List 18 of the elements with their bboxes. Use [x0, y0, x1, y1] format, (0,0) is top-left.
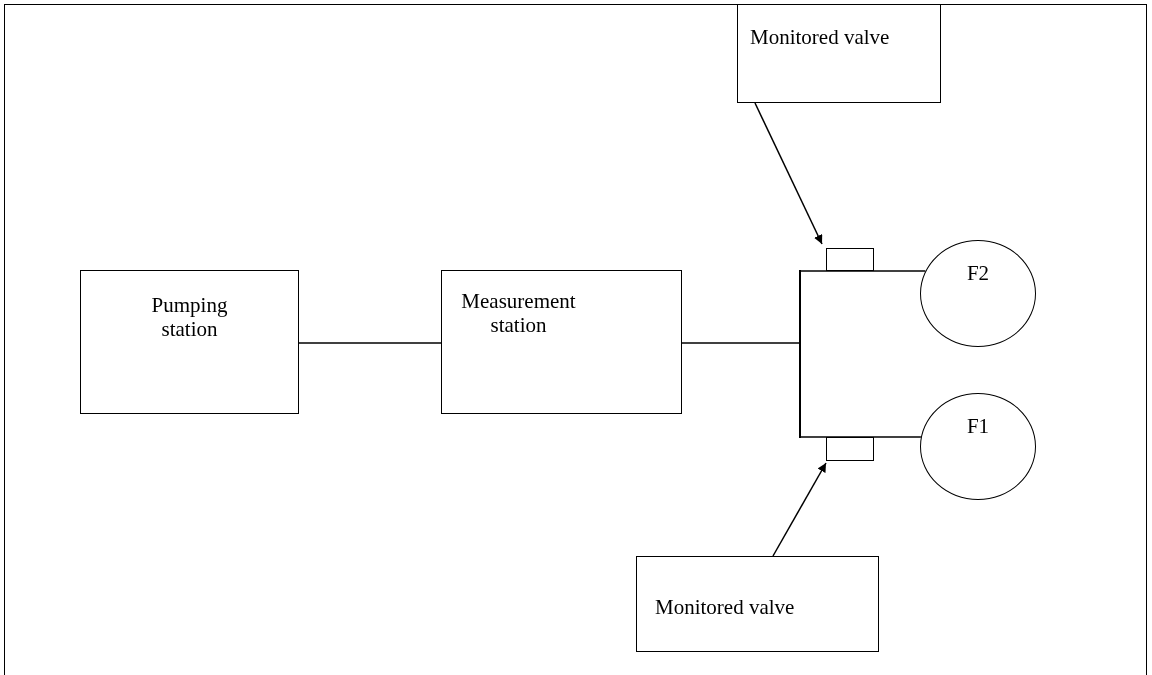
- pipe-line: [799, 270, 927, 272]
- valve-symbol: [826, 437, 874, 461]
- node-label: Monitored valve: [655, 595, 795, 619]
- node-label: F1: [966, 414, 990, 438]
- valve-symbol: [826, 248, 874, 271]
- pipe-line: [681, 342, 800, 344]
- node-label: Monitored valve: [750, 25, 890, 49]
- arrow: [772, 462, 827, 557]
- callout-box: [636, 556, 879, 652]
- process-box: [441, 270, 682, 414]
- callout-box: [737, 4, 941, 103]
- node-label: F2: [966, 261, 990, 285]
- process-box: [80, 270, 299, 414]
- node-label: Measurement station: [460, 289, 577, 337]
- arrow: [754, 102, 823, 245]
- node-label: Pumping station: [150, 293, 229, 341]
- pipe-line: [799, 436, 922, 438]
- pipe-line: [298, 342, 442, 344]
